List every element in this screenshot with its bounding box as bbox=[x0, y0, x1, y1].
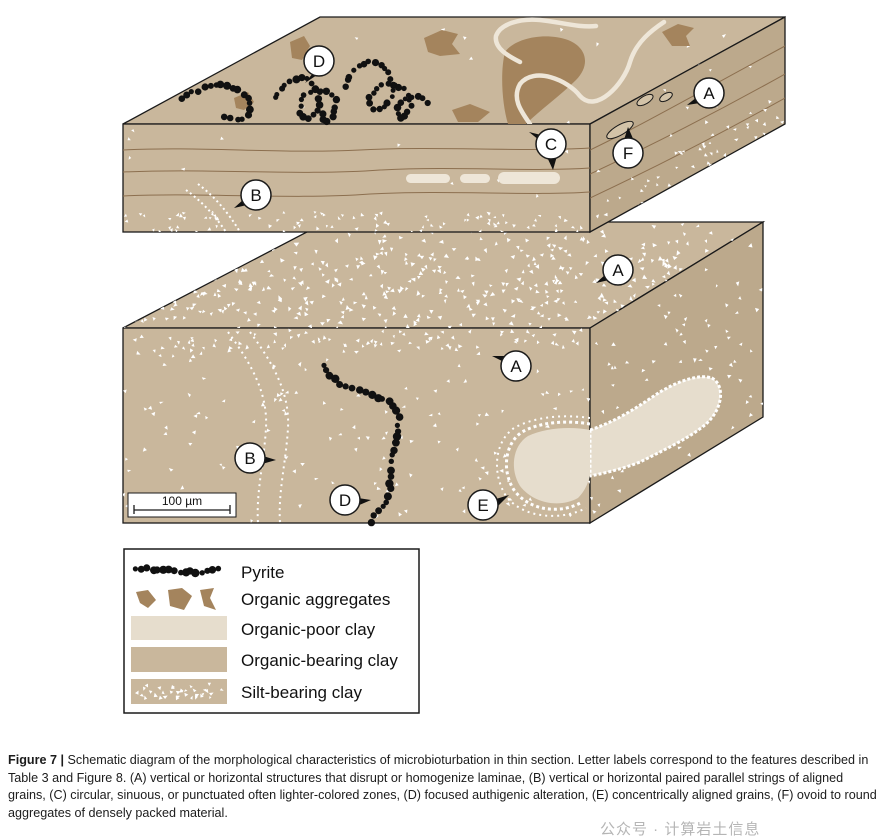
callout-bottom-surface-a: A bbox=[596, 254, 634, 286]
legend-swatch-pyrite bbox=[132, 564, 222, 578]
legend-item-organic-poor-clay: Organic-poor clay bbox=[131, 616, 376, 640]
legend-swatch-organic-poor-clay bbox=[131, 616, 227, 640]
svg-text:D: D bbox=[313, 52, 325, 71]
callout-bottom-front-b: B bbox=[234, 442, 276, 474]
svg-text:B: B bbox=[250, 186, 261, 205]
callout-top-front-c: C bbox=[529, 128, 567, 170]
svg-text:B: B bbox=[244, 449, 255, 468]
scale-bar: 100 µm bbox=[127, 492, 237, 518]
callout-top-surface-a: A bbox=[687, 77, 725, 109]
legend-item-organic-aggregates: Organic aggregates bbox=[136, 588, 390, 610]
paired-grain-strings bbox=[227, 331, 290, 523]
svg-text:F: F bbox=[623, 144, 633, 163]
svg-text:D: D bbox=[339, 491, 351, 510]
callout-bottom-front-d: D bbox=[329, 484, 371, 516]
callout-bottom-front-e: E bbox=[467, 489, 509, 521]
figure-caption-text: Schematic diagram of the morphological c… bbox=[8, 753, 877, 820]
legend-label-organic-aggregates: Organic aggregates bbox=[241, 590, 390, 609]
ovoid-aggregates bbox=[606, 91, 673, 140]
grain-string-top-front bbox=[185, 183, 241, 232]
callout-top-front-b: B bbox=[234, 179, 272, 211]
callout-bottom-front-a: A bbox=[492, 350, 532, 382]
top-front-silt-grains bbox=[123, 129, 583, 232]
scale-bar-label: 100 µm bbox=[162, 494, 202, 508]
legend-swatch-silt-grains bbox=[135, 682, 224, 701]
legend: Pyrite Organic aggregates Organic-poor c… bbox=[123, 548, 420, 714]
legend-item-pyrite: Pyrite bbox=[132, 563, 284, 582]
legend-swatch-organic-bearing-clay bbox=[131, 647, 227, 672]
pyrite-coils-top bbox=[178, 58, 431, 126]
svg-text:E: E bbox=[477, 496, 488, 515]
svg-text:A: A bbox=[510, 357, 522, 376]
legend-label-pyrite: Pyrite bbox=[241, 563, 284, 582]
bioturbation-diagram: 100 µm bbox=[122, 15, 786, 714]
top-block bbox=[122, 15, 786, 234]
figure-label: Figure 7 | bbox=[8, 753, 65, 767]
legend-item-silt-bearing-clay: Silt-bearing clay bbox=[131, 679, 362, 704]
organic-aggregates-top bbox=[234, 24, 694, 124]
bottom-block: 100 µm bbox=[122, 220, 766, 527]
legend-label-silt-bearing-clay: Silt-bearing clay bbox=[241, 683, 362, 702]
letter-callouts: A B C D F A A bbox=[234, 45, 725, 521]
svg-text:A: A bbox=[703, 84, 715, 103]
svg-text:C: C bbox=[545, 135, 557, 154]
pyrite-trail-bottom bbox=[321, 362, 404, 527]
laminae-front bbox=[123, 147, 590, 197]
watermark: 公众号 · 计算岩土信息 bbox=[600, 821, 761, 838]
svg-text:A: A bbox=[612, 261, 624, 280]
legend-item-organic-bearing-clay: Organic-bearing clay bbox=[131, 647, 398, 672]
top-block-front-face bbox=[122, 123, 591, 233]
legend-swatch-organic-aggregates bbox=[136, 588, 216, 610]
laminae-side bbox=[590, 45, 785, 199]
punctuated-light-zones bbox=[406, 172, 560, 184]
legend-label-organic-bearing-clay: Organic-bearing clay bbox=[241, 651, 398, 670]
sinuous-light-zone bbox=[493, 17, 667, 124]
burrow-organic-poor-zone bbox=[496, 375, 722, 517]
callout-top-surface-d: D bbox=[303, 45, 335, 83]
callout-top-side-f: F bbox=[612, 127, 644, 169]
figure-caption: Figure 7 | Schematic diagram of the morp… bbox=[8, 752, 882, 822]
top-block-side-face bbox=[589, 15, 786, 234]
legend-label-organic-poor-clay: Organic-poor clay bbox=[241, 620, 376, 639]
